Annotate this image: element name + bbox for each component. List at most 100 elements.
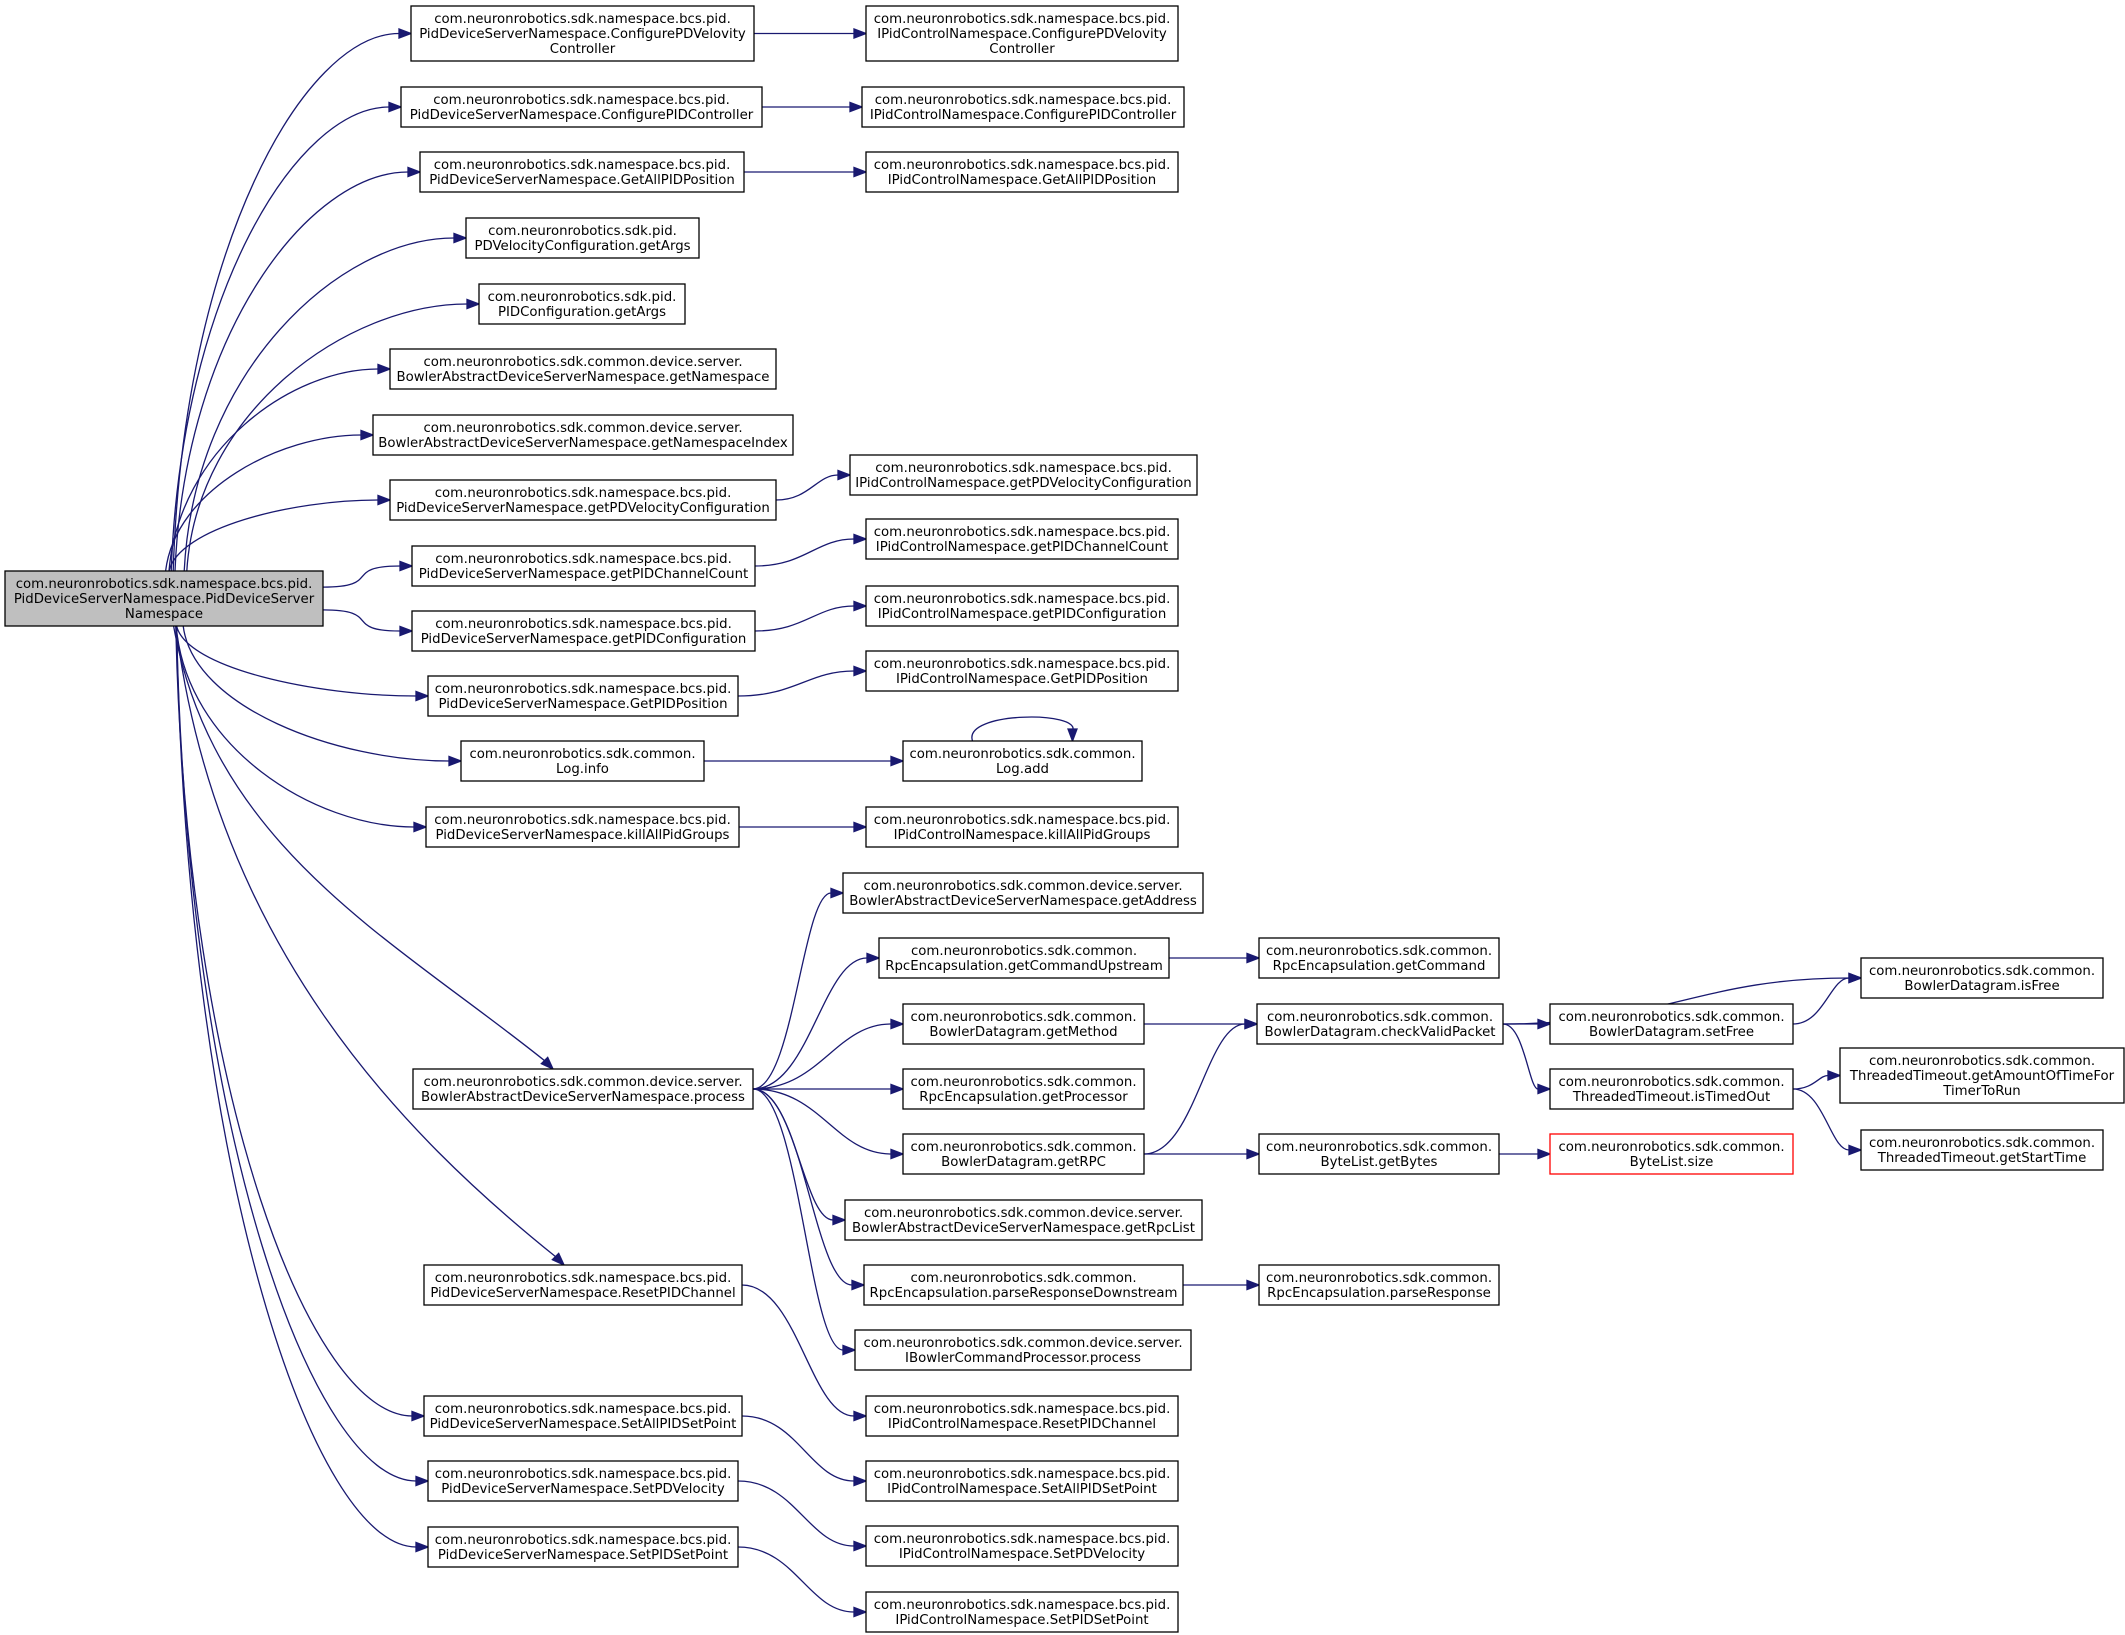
node-size[interactable]: com.neuronrobotics.sdk.common.ByteList.s…: [1549, 1133, 1794, 1175]
edge-arrowhead: [1246, 952, 1261, 964]
edge-line: [172, 625, 546, 1062]
node-kill-all-i[interactable]: com.neuronrobotics.sdk.namespace.bcs.pid…: [865, 806, 1179, 848]
node-get-all-pos-i[interactable]: com.neuronrobotics.sdk.namespace.bcs.pid…: [865, 151, 1179, 193]
node-get-pidpos-i[interactable]: com.neuronrobotics.sdk.namespace.bcs.pid…: [865, 650, 1179, 692]
node-label-line: com.neuronrobotics.sdk.common.: [911, 944, 1137, 959]
node-get-addr[interactable]: com.neuronrobotics.sdk.common.device.ser…: [842, 872, 1204, 914]
edge-line: [1502, 1023, 1539, 1090]
node-amt-time[interactable]: com.neuronrobotics.sdk.common.ThreadedTi…: [1839, 1047, 2125, 1104]
node-label-line: PIDConfiguration.getArgs: [498, 305, 666, 320]
node-log-add[interactable]: com.neuronrobotics.sdk.common.Log.add: [902, 740, 1143, 782]
node-label-line: Namespace: [125, 607, 203, 622]
node-label-line: com.neuronrobotics.sdk.common.: [1869, 1136, 2095, 1151]
node-box: [1549, 1003, 1794, 1045]
edge-process-to-get-rpc: [752, 1088, 905, 1160]
node-get-pdvel-cfg-i[interactable]: com.neuronrobotics.sdk.namespace.bcs.pid…: [849, 454, 1198, 496]
node-get-method[interactable]: com.neuronrobotics.sdk.common.BowlerData…: [902, 1003, 1145, 1045]
edge-arrowhead: [853, 1475, 868, 1487]
node-label-line: PidDeviceServerNamespace.getPDVelocityCo…: [396, 501, 770, 516]
node-cfg-pid[interactable]: com.neuronrobotics.sdk.namespace.bcs.pid…: [400, 86, 763, 128]
node-log-info[interactable]: com.neuronrobotics.sdk.common.Log.info: [460, 740, 705, 782]
node-label-line: BowlerAbstractDeviceServerNamespace.getN…: [397, 370, 770, 385]
node-label-line: Controller: [550, 42, 616, 57]
edge-arrowhead: [1848, 1144, 1863, 1156]
node-set-all-sp[interactable]: com.neuronrobotics.sdk.namespace.bcs.pid…: [423, 1395, 743, 1437]
edge-line: [754, 538, 855, 567]
node-set-sp[interactable]: com.neuronrobotics.sdk.namespace.bcs.pid…: [427, 1526, 739, 1568]
node-get-rpc[interactable]: com.neuronrobotics.sdk.common.BowlerData…: [902, 1133, 1145, 1175]
node-pid-cfg-args[interactable]: com.neuronrobotics.sdk.pid.PIDConfigurat…: [478, 283, 686, 325]
edge-log-info-to-log-add: [704, 755, 905, 767]
node-is-timed-out[interactable]: com.neuronrobotics.sdk.common.ThreadedTi…: [1549, 1068, 1794, 1110]
node-label-line: com.neuronrobotics.sdk.common.: [469, 747, 695, 762]
node-get-ch-cnt[interactable]: com.neuronrobotics.sdk.namespace.bcs.pid…: [411, 545, 756, 587]
edge-arrowhead: [866, 952, 881, 964]
node-get-bytes[interactable]: com.neuronrobotics.sdk.common.ByteList.g…: [1258, 1133, 1500, 1175]
node-label-line: com.neuronrobotics.sdk.namespace.bcs.pid…: [435, 1271, 732, 1286]
node-get-ch-cnt-i[interactable]: com.neuronrobotics.sdk.namespace.bcs.pid…: [865, 518, 1179, 560]
node-label-line: IPidControlNamespace.getPIDChannelCount: [876, 540, 1168, 555]
node-set-pdvel-i[interactable]: com.neuronrobotics.sdk.namespace.bcs.pid…: [865, 1525, 1179, 1567]
node-label-line: com.neuronrobotics.sdk.namespace.bcs.pid…: [874, 12, 1171, 27]
edge-arrowhead: [832, 1214, 847, 1226]
edge-process-to-ibc-process: [752, 1088, 857, 1356]
node-get-pidpos[interactable]: com.neuronrobotics.sdk.namespace.bcs.pid…: [427, 675, 739, 717]
edge-root-to-get-ch-cnt: [322, 560, 414, 588]
node-set-pdvel[interactable]: com.neuronrobotics.sdk.namespace.bcs.pid…: [427, 1460, 739, 1502]
edge-process-to-parse-down: [752, 1088, 866, 1291]
edge-arrowhead: [377, 363, 392, 375]
node-get-proc[interactable]: com.neuronrobotics.sdk.common.RpcEncapsu…: [902, 1068, 1145, 1110]
node-cfg-pidi[interactable]: com.neuronrobotics.sdk.namespace.bcs.pid…: [861, 86, 1185, 128]
node-parse-resp[interactable]: com.neuronrobotics.sdk.common.RpcEncapsu…: [1258, 1264, 1500, 1306]
node-label-line: IPidControlNamespace.getPIDConfiguration: [878, 607, 1167, 622]
edge-set-all-sp-to-set-all-spi: [741, 1415, 868, 1487]
edge-root-to-get-ns-idx: [164, 429, 375, 572]
node-label-line: PidDeviceServerNamespace.ConfigurePIDCon…: [410, 108, 754, 123]
edge-arrowhead: [453, 232, 468, 244]
edge-line: [175, 625, 417, 697]
node-label-line: BowlerDatagram.getRPC: [941, 1155, 1106, 1170]
node-set-spi[interactable]: com.neuronrobotics.sdk.namespace.bcs.pid…: [865, 1591, 1179, 1633]
node-box: [1549, 1133, 1794, 1175]
node-set-free[interactable]: com.neuronrobotics.sdk.common.BowlerData…: [1549, 1003, 1794, 1045]
node-get-pidcfg[interactable]: com.neuronrobotics.sdk.namespace.bcs.pid…: [411, 610, 756, 652]
node-label-line: IPidControlNamespace.SetPIDSetPoint: [895, 1613, 1148, 1628]
edge-set-free-to-is-free: [1792, 972, 1863, 1025]
node-box: [4, 570, 324, 627]
node-cfg-pdvel[interactable]: com.neuronrobotics.sdk.namespace.bcs.pid…: [410, 5, 755, 62]
node-process[interactable]: com.neuronrobotics.sdk.common.device.ser…: [412, 1068, 754, 1110]
node-get-ns-idx[interactable]: com.neuronrobotics.sdk.common.device.ser…: [372, 414, 794, 456]
node-set-all-spi[interactable]: com.neuronrobotics.sdk.namespace.bcs.pid…: [865, 1460, 1179, 1502]
node-label-line: com.neuronrobotics.sdk.namespace.bcs.pid…: [435, 1533, 732, 1548]
node-label-line: TimerToRun: [1942, 1084, 2021, 1099]
node-get-pidcfg-i[interactable]: com.neuronrobotics.sdk.namespace.bcs.pid…: [865, 585, 1179, 627]
node-get-cmd[interactable]: com.neuronrobotics.sdk.common.RpcEncapsu…: [1258, 937, 1500, 979]
edge-arrowhead: [851, 1279, 866, 1291]
node-box: [419, 151, 745, 193]
node-cmd-up[interactable]: com.neuronrobotics.sdk.common.RpcEncapsu…: [878, 937, 1170, 979]
node-box: [1258, 1264, 1500, 1306]
node-parse-down[interactable]: com.neuronrobotics.sdk.common.RpcEncapsu…: [863, 1264, 1184, 1306]
node-box: [427, 1460, 739, 1502]
node-cfg-pdvel-i[interactable]: com.neuronrobotics.sdk.namespace.bcs.pid…: [865, 5, 1179, 62]
node-root[interactable]: com.neuronrobotics.sdk.namespace.bcs.pid…: [4, 570, 324, 627]
node-is-free[interactable]: com.neuronrobotics.sdk.common.BowlerData…: [1860, 957, 2104, 999]
node-rpc-list[interactable]: com.neuronrobotics.sdk.common.device.ser…: [844, 1199, 1203, 1241]
node-box: [863, 1264, 1184, 1306]
node-start-time[interactable]: com.neuronrobotics.sdk.common.ThreadedTi…: [1860, 1129, 2104, 1171]
node-reset-ch[interactable]: com.neuronrobotics.sdk.namespace.bcs.pid…: [423, 1264, 743, 1306]
node-get-ns[interactable]: com.neuronrobotics.sdk.common.device.ser…: [389, 348, 777, 390]
node-kill-all[interactable]: com.neuronrobotics.sdk.namespace.bcs.pid…: [425, 806, 740, 848]
node-reset-ch-i[interactable]: com.neuronrobotics.sdk.namespace.bcs.pid…: [865, 1395, 1179, 1437]
node-check-valid[interactable]: com.neuronrobotics.sdk.common.BowlerData…: [1256, 1003, 1504, 1045]
node-get-pdvel-cfg[interactable]: com.neuronrobotics.sdk.namespace.bcs.pid…: [389, 479, 777, 521]
node-label-line: com.neuronrobotics.sdk.common.: [1558, 1140, 1784, 1155]
node-box: [411, 545, 756, 587]
edge-arrowhead: [890, 1018, 905, 1030]
node-get-all-pos[interactable]: com.neuronrobotics.sdk.namespace.bcs.pid…: [419, 151, 745, 193]
node-label-line: com.neuronrobotics.sdk.namespace.bcs.pid…: [874, 1598, 1171, 1613]
node-box: [389, 348, 777, 390]
node-ibc-process[interactable]: com.neuronrobotics.sdk.common.device.ser…: [854, 1329, 1192, 1371]
node-pd-vel-args[interactable]: com.neuronrobotics.sdk.pid.PDVelocityCon…: [465, 217, 700, 259]
node-label-line: PidDeviceServerNamespace.ConfigurePDVelo…: [419, 27, 746, 42]
